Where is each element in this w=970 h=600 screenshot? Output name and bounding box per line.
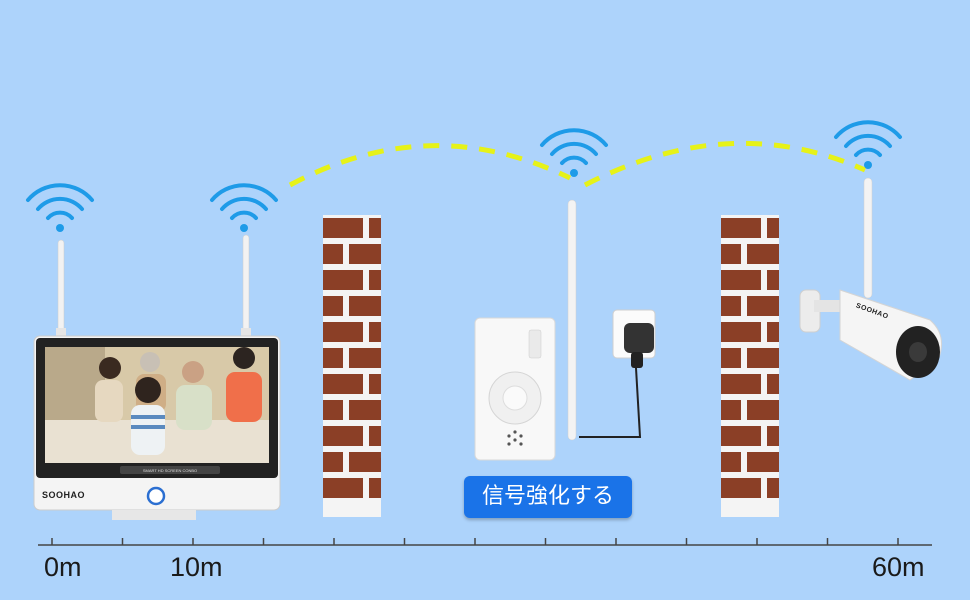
signal-booster	[474, 199, 642, 461]
bullet-camera	[799, 177, 943, 381]
distance-axis	[38, 538, 932, 546]
wireless-link-2	[583, 140, 867, 188]
distance-label-10m: 10m	[170, 552, 223, 582]
screen-caption: SMART HD SCREEN CONBO	[142, 468, 198, 473]
distance-label-0m: 0m	[44, 552, 82, 582]
monitor-nvr	[33, 234, 281, 520]
brick-wall	[323, 215, 381, 517]
booster-label: 信号強化する	[464, 476, 632, 518]
brand-logo: SOOHAO	[42, 490, 86, 500]
brick-wall	[721, 215, 779, 517]
wifi-icon	[834, 120, 902, 169]
wifi-icon	[210, 183, 278, 232]
power-adapter	[612, 309, 656, 368]
wifi-icon	[540, 128, 608, 177]
distance-label-60m: 60m	[872, 552, 925, 582]
wifi-icon	[26, 183, 94, 232]
wireless-link-1	[288, 143, 572, 188]
family-photo	[45, 347, 269, 463]
